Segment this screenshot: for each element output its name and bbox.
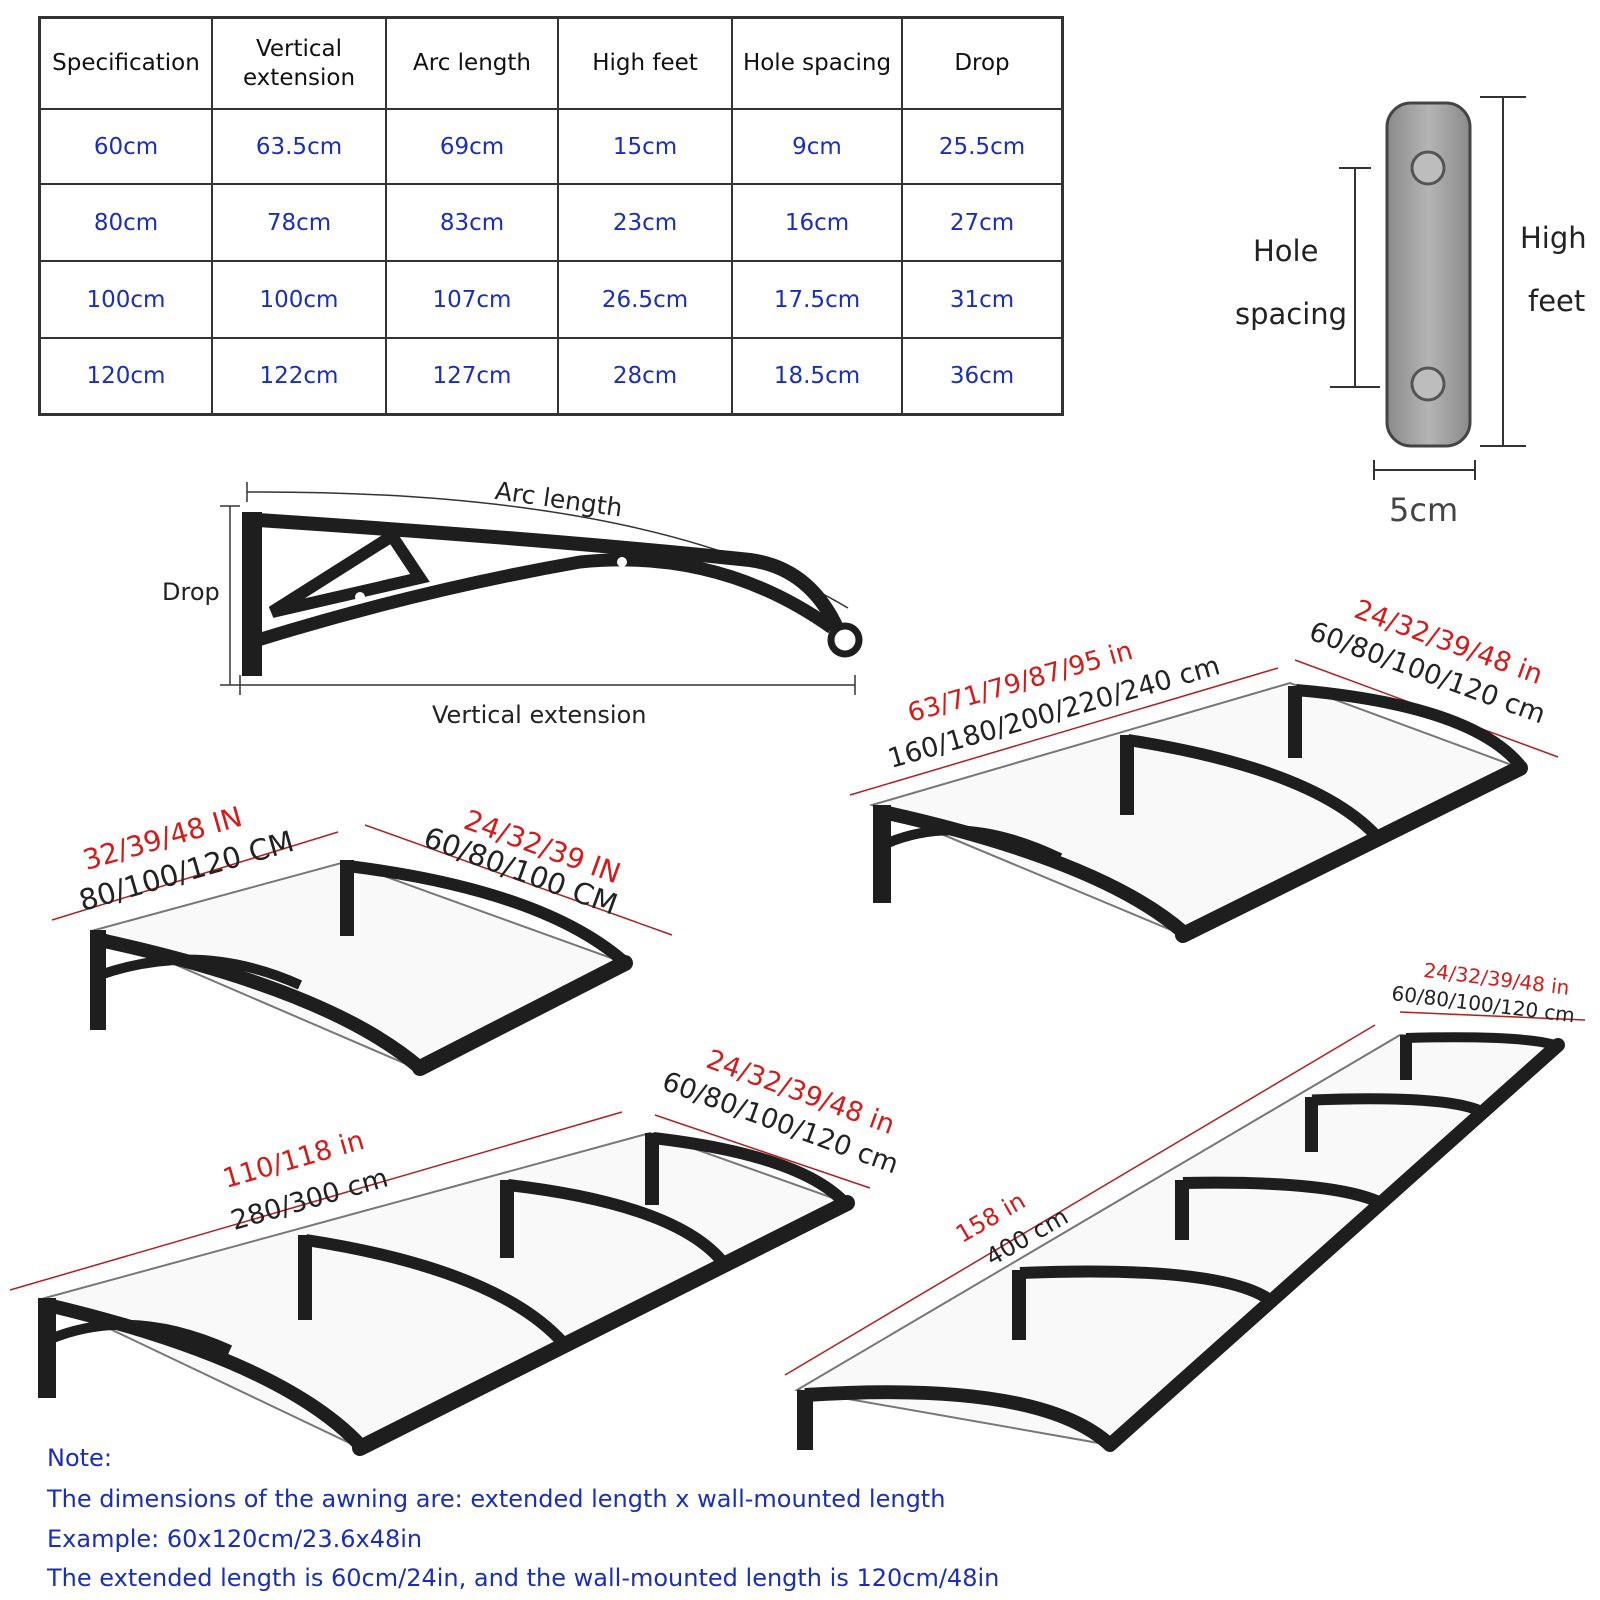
- table-cell: 80cm: [38, 183, 213, 262]
- table-cell: 63.5cm: [211, 108, 387, 185]
- awning-small: [51, 824, 673, 1076]
- table-cell: 17.5cm: [731, 260, 903, 339]
- table-cell: 9cm: [731, 108, 903, 185]
- table-cell: 26.5cm: [557, 260, 733, 339]
- header-high-feet: High feet: [557, 16, 733, 110]
- drop-label: Drop: [162, 578, 220, 606]
- header-vertical-extension: Vertical extension: [211, 16, 387, 110]
- vertical-extension-label: Vertical extension: [432, 701, 647, 729]
- table-header-row: Specification Vertical extension Arc len…: [38, 16, 1064, 110]
- note-title: Note:: [47, 1444, 112, 1472]
- foot-width-label: 5cm: [1389, 491, 1459, 529]
- table-cell: 100cm: [38, 260, 213, 339]
- table-cell: 83cm: [385, 183, 559, 262]
- table-cell: 18.5cm: [731, 337, 903, 416]
- awning-wide: [849, 659, 1559, 943]
- table-cell: 23cm: [557, 183, 733, 262]
- header-hole-spacing: Hole spacing: [731, 16, 903, 110]
- foot-plate: [1385, 101, 1472, 448]
- note-line-2: Example: 60x120cm/23.6x48in: [47, 1525, 423, 1553]
- table-cell: 78cm: [211, 183, 387, 262]
- awning-extra-long: [784, 1011, 1586, 1452]
- mounting-foot: [1330, 96, 1526, 480]
- foot-hole-bottom: [1410, 366, 1446, 402]
- high-feet-dimension: [1480, 96, 1526, 447]
- header-arc-length: Arc length: [385, 16, 559, 110]
- note-line-3: The extended length is 60cm/24in, and th…: [47, 1564, 1000, 1592]
- width-dimension: [1373, 460, 1476, 480]
- high-feet-label-2: feet: [1528, 284, 1586, 318]
- hole-spacing-dimension: [1330, 167, 1380, 388]
- awning-long: [9, 1111, 871, 1456]
- table-cell: 31cm: [901, 260, 1064, 339]
- drop-dimension: [220, 505, 240, 686]
- table-cell: 127cm: [385, 337, 559, 416]
- spec-table: Specification Vertical extension Arc len…: [38, 16, 1064, 416]
- foot-hole-top: [1410, 150, 1446, 186]
- table-cell: 28cm: [557, 337, 733, 416]
- table-cell: 60cm: [38, 108, 213, 185]
- bracket-diagram: [220, 482, 863, 695]
- header-specification: Specification: [38, 16, 213, 110]
- table-cell: 122cm: [211, 337, 387, 416]
- hole-spacing-label-1: Hole: [1253, 234, 1319, 268]
- table-row: 80cm 78cm 83cm 23cm 16cm 27cm: [38, 183, 1064, 262]
- table-cell: 36cm: [901, 337, 1064, 416]
- table-cell: 16cm: [731, 183, 903, 262]
- header-vertical-extension-line1: Vertical: [255, 35, 343, 62]
- bracket-shape: [242, 512, 863, 676]
- hole-spacing-label-2: spacing: [1235, 297, 1348, 331]
- header-vertical-extension-line2: extension: [242, 64, 356, 91]
- table-row: 60cm 63.5cm 69cm 15cm 9cm 25.5cm: [38, 108, 1064, 185]
- table-cell: 100cm: [211, 260, 387, 339]
- high-feet-label-1: High: [1520, 221, 1587, 255]
- table-cell: 25.5cm: [901, 108, 1064, 185]
- table-cell: 15cm: [557, 108, 733, 185]
- table-row: 120cm 122cm 127cm 28cm 18.5cm 36cm: [38, 337, 1064, 416]
- table-cell: 69cm: [385, 108, 559, 185]
- table-row: 100cm 100cm 107cm 26.5cm 17.5cm 31cm: [38, 260, 1064, 339]
- table-cell: 107cm: [385, 260, 559, 339]
- table-cell: 120cm: [38, 337, 213, 416]
- note-line-1: The dimensions of the awning are: extend…: [47, 1485, 946, 1513]
- table-cell: 27cm: [901, 183, 1064, 262]
- header-drop: Drop: [901, 16, 1064, 110]
- extension-dimension: [239, 675, 856, 695]
